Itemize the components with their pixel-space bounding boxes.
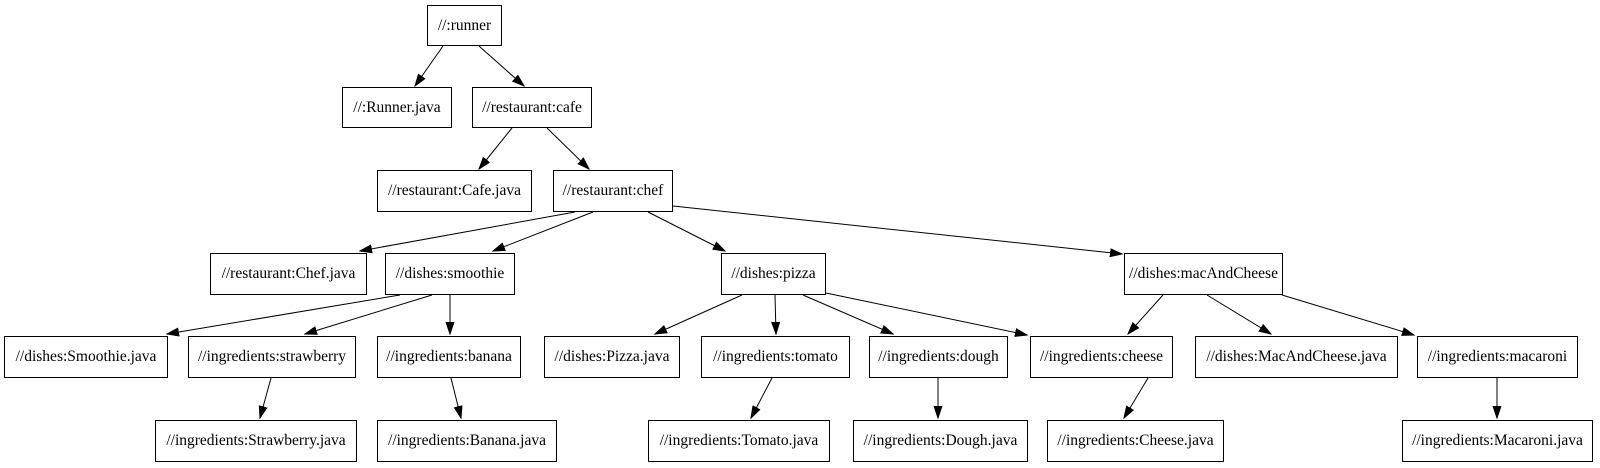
graph-node-pizza-java: //dishes:Pizza.java [544,336,680,378]
edge-pizza-to-tomato [775,294,776,334]
edge-runner-to-runner-java [415,45,444,86]
edge-mac-and-cheese-to-cheese [1128,294,1164,334]
graph-node-banana-java: //ingredients:Banana.java [377,420,557,462]
graph-node-cafe-java: //restaurant:Cafe.java [377,170,532,212]
graph-node-dough: //ingredients:dough [869,336,1008,378]
edge-pizza-to-cheese [825,292,1027,335]
edge-smoothie-to-smoothie-java [167,294,401,334]
edge-runner-to-cafe [478,45,524,86]
edge-cheese-to-cheese-java [1124,377,1149,418]
graph-node-dough-java: //ingredients:Dough.java [853,420,1028,462]
edge-mac-and-cheese-to-macaroni [1281,294,1414,335]
graph-node-tomato: //ingredients:tomato [701,336,850,378]
graph-node-cheese: //ingredients:cheese [1030,336,1173,378]
graph-node-chef: //restaurant:chef [553,170,673,212]
graph-node-smoothie: //dishes:smoothie [385,253,515,295]
edge-cafe-to-cafe-java [479,127,513,169]
edge-tomato-to-tomato-java [751,377,773,418]
graph-node-pizza: //dishes:pizza [721,253,826,295]
edge-cafe-to-chef [546,127,589,169]
graph-node-strawberry-java: //ingredients:Strawberry.java [155,420,357,462]
graph-node-mac-and-cheese-java: //dishes:MacAndCheese.java [1195,336,1398,378]
graph-node-strawberry: //ingredients:strawberry [188,336,356,378]
graph-node-tomato-java: //ingredients:Tomato.java [648,420,830,462]
edge-banana-to-banana-java [450,377,461,418]
edge-strawberry-to-strawberry-java [260,377,272,418]
edge-mac-and-cheese-to-mac-and-cheese-java [1206,294,1271,334]
graph-node-mac-and-cheese: //dishes:macAndCheese [1124,253,1283,295]
graph-node-cafe: //restaurant:cafe [472,87,592,128]
graph-node-banana: //ingredients:banana [377,336,521,378]
edge-pizza-to-pizza-java [655,294,743,334]
edge-smoothie-to-strawberry [305,294,433,334]
graph-node-runner-java: //:Runner.java [342,87,452,128]
edge-chef-to-pizza [647,211,725,251]
graph-node-macaroni-java: //ingredients:Macaroni.java [1402,420,1593,462]
edge-pizza-to-dough [802,294,893,334]
edge-chef-to-chef-java [360,211,576,251]
graph-node-macaroni: //ingredients:macaroni [1417,336,1578,378]
graph-node-cheese-java: //ingredients:Cheese.java [1047,420,1224,462]
graph-node-runner: //:runner [427,5,502,46]
edge-chef-to-mac-and-cheese [672,205,1122,254]
edge-chef-to-smoothie [493,211,594,251]
graph-node-smoothie-java: //dishes:Smoothie.java [4,336,168,378]
graph-node-chef-java: //restaurant:Chef.java [210,253,367,295]
